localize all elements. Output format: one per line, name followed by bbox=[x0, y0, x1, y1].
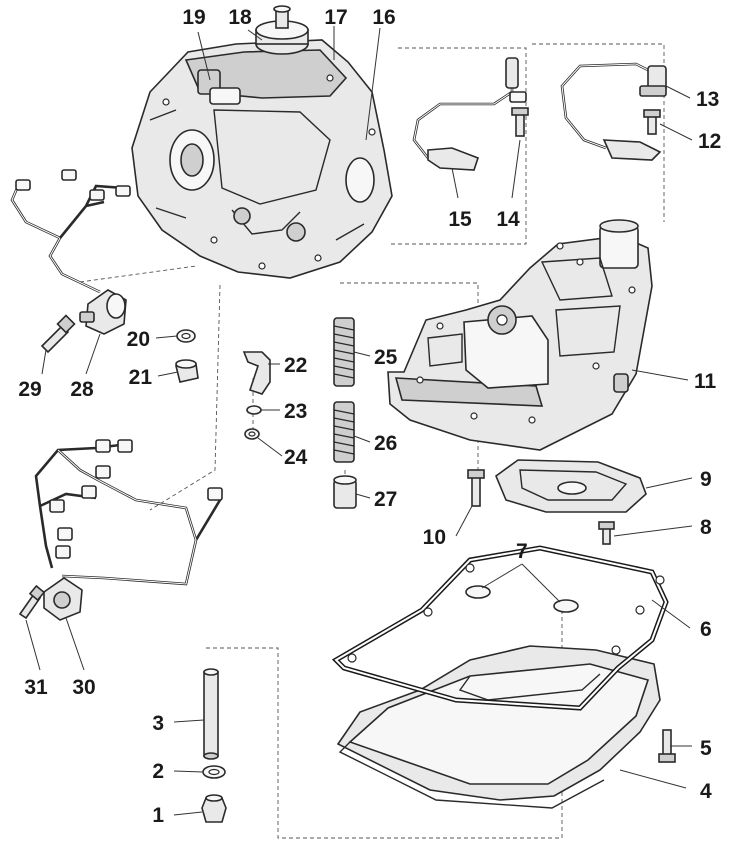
bolt-14 bbox=[511, 107, 529, 137]
label-5: 5 bbox=[700, 737, 712, 760]
transmission-housing bbox=[131, 39, 393, 279]
label-7: 7 bbox=[516, 540, 528, 563]
oil-cooler-cap bbox=[255, 5, 309, 55]
label-17: 17 bbox=[324, 6, 347, 29]
label-29: 29 bbox=[18, 378, 41, 401]
label-22: 22 bbox=[284, 354, 307, 377]
label-9: 9 bbox=[700, 468, 712, 491]
label-28: 28 bbox=[70, 378, 94, 401]
seal-23 bbox=[246, 405, 262, 415]
sensor-13-wiring bbox=[560, 62, 667, 161]
sensor-harness-upper bbox=[10, 169, 131, 294]
sensor-harness-lower bbox=[34, 439, 223, 586]
solenoid-28 bbox=[79, 289, 127, 335]
label-3: 3 bbox=[152, 712, 164, 735]
drain-plug-1 bbox=[201, 794, 227, 823]
bolt-10 bbox=[467, 469, 485, 507]
label-27: 27 bbox=[374, 488, 397, 511]
piston-27 bbox=[333, 475, 357, 509]
label-8: 8 bbox=[700, 516, 712, 539]
label-24: 24 bbox=[284, 446, 308, 469]
oil-pan-gasket bbox=[331, 545, 669, 711]
bolt-12 bbox=[643, 109, 661, 135]
seal-ring-2 bbox=[202, 765, 226, 779]
plug-21 bbox=[174, 359, 199, 383]
label-20: 20 bbox=[127, 328, 150, 351]
label-6: 6 bbox=[700, 618, 712, 641]
valve-body bbox=[387, 219, 653, 451]
label-23: 23 bbox=[284, 400, 307, 423]
housing-sensor bbox=[197, 69, 241, 105]
label-26: 26 bbox=[374, 432, 397, 455]
label-2: 2 bbox=[152, 760, 164, 783]
label-21: 21 bbox=[129, 366, 153, 389]
label-14: 14 bbox=[496, 208, 520, 231]
label-25: 25 bbox=[374, 346, 398, 369]
stand-pipe-3 bbox=[203, 668, 219, 760]
label-12: 12 bbox=[698, 130, 721, 153]
oil-pan bbox=[336, 645, 661, 809]
label-15: 15 bbox=[448, 208, 472, 231]
bolt-29 bbox=[40, 314, 76, 354]
bolt-8 bbox=[598, 521, 615, 545]
seal-24 bbox=[244, 428, 260, 440]
bracket-22 bbox=[242, 351, 271, 395]
seal-ring-20 bbox=[176, 329, 196, 343]
label-13: 13 bbox=[696, 88, 719, 111]
label-1: 1 bbox=[152, 804, 164, 827]
speed-sensor-wiring bbox=[412, 57, 527, 171]
magnets bbox=[465, 585, 579, 613]
label-16: 16 bbox=[372, 6, 395, 29]
label-10: 10 bbox=[423, 526, 446, 549]
label-4: 4 bbox=[700, 780, 712, 803]
callout-labels: 1 2 3 4 5 6 7 8 9 10 11 12 13 14 15 16 1… bbox=[18, 6, 721, 827]
label-30: 30 bbox=[72, 676, 95, 699]
oil-strainer bbox=[495, 459, 647, 513]
label-31: 31 bbox=[24, 676, 48, 699]
spring-26 bbox=[333, 401, 355, 463]
label-19: 19 bbox=[182, 6, 205, 29]
bolt-5 bbox=[658, 729, 676, 763]
sensor-30 bbox=[43, 577, 83, 621]
label-11: 11 bbox=[694, 370, 717, 393]
label-18: 18 bbox=[228, 6, 252, 29]
leader-lines bbox=[25, 26, 693, 816]
bolt-31 bbox=[18, 584, 46, 620]
spring-25 bbox=[333, 317, 355, 387]
